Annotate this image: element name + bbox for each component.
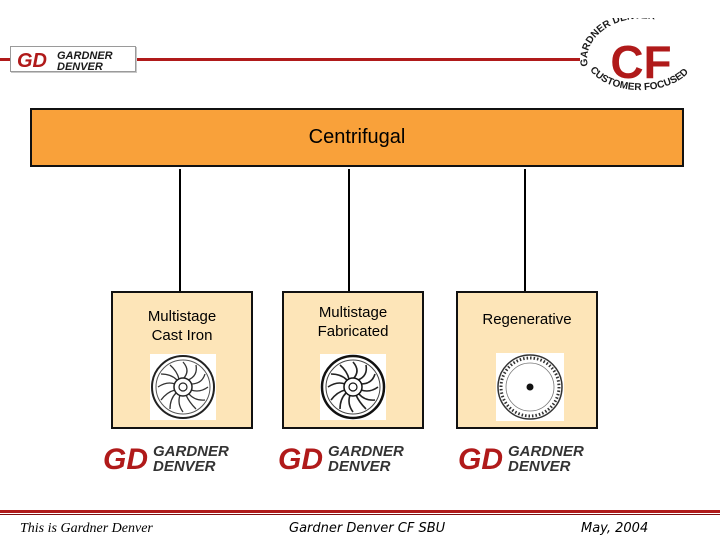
logo-line2: DENVER xyxy=(57,61,103,73)
logo-mark: GD xyxy=(278,443,323,475)
connector-cast-iron xyxy=(179,169,181,291)
root-node-label: Centrifugal xyxy=(308,126,406,148)
regenerative-impeller-icon xyxy=(496,353,564,421)
logo-mark: GD xyxy=(103,443,148,475)
logo-line2: DENVER xyxy=(508,458,571,475)
header-stripe xyxy=(136,58,580,61)
connector-fabricated xyxy=(348,169,350,291)
seal-center: CF xyxy=(610,36,671,88)
gardner-denver-logo: GD GARDNER DENVER xyxy=(458,441,598,476)
footer-center-text: Gardner Denver CF SBU xyxy=(289,521,446,536)
gardner-denver-logo: GD GARDNER DENVER xyxy=(103,441,243,476)
logo-mark: GD xyxy=(458,443,503,475)
child-label-line2: Cast Iron xyxy=(151,327,213,344)
child-node-fabricated: Multistage Fabricated xyxy=(282,291,424,429)
connector-regenerative xyxy=(524,169,526,291)
impeller-icon xyxy=(150,354,216,420)
logo-line1: GARDNER xyxy=(328,443,404,460)
impeller-icon xyxy=(320,354,386,420)
logo-line1: GARDNER xyxy=(508,443,584,460)
logo-mark: GD xyxy=(17,50,47,72)
logo-line2: DENVER xyxy=(328,458,391,475)
cf-seal: GARDNER DENVER CUSTOMER FOCUSED CF xyxy=(574,10,708,98)
footer-rule xyxy=(0,510,720,513)
logo-line1: GARDNER xyxy=(57,50,113,62)
child-label-line1: Regenerative xyxy=(482,311,572,328)
gardner-denver-logo: GD GARDNER DENVER xyxy=(10,46,136,73)
child-node-cast-iron: Multistage Cast Iron xyxy=(111,291,253,429)
child-label-line2: Fabricated xyxy=(317,323,389,340)
logo-line2: DENVER xyxy=(153,458,216,475)
child-node-regenerative: Regenerative xyxy=(456,291,598,429)
logo-line1: GARDNER xyxy=(153,443,229,460)
child-label-line1: Multistage xyxy=(147,308,217,325)
child-label-line1: Multistage xyxy=(318,304,388,321)
gardner-denver-logo: GD GARDNER DENVER xyxy=(278,441,418,476)
footer-rule-shadow xyxy=(0,514,720,515)
header-stripe-left xyxy=(0,58,12,61)
footer-date: May, 2004 xyxy=(581,521,649,536)
root-node-centrifugal: Centrifugal xyxy=(30,108,684,167)
footer-left-text: This is Gardner Denver xyxy=(20,521,153,536)
